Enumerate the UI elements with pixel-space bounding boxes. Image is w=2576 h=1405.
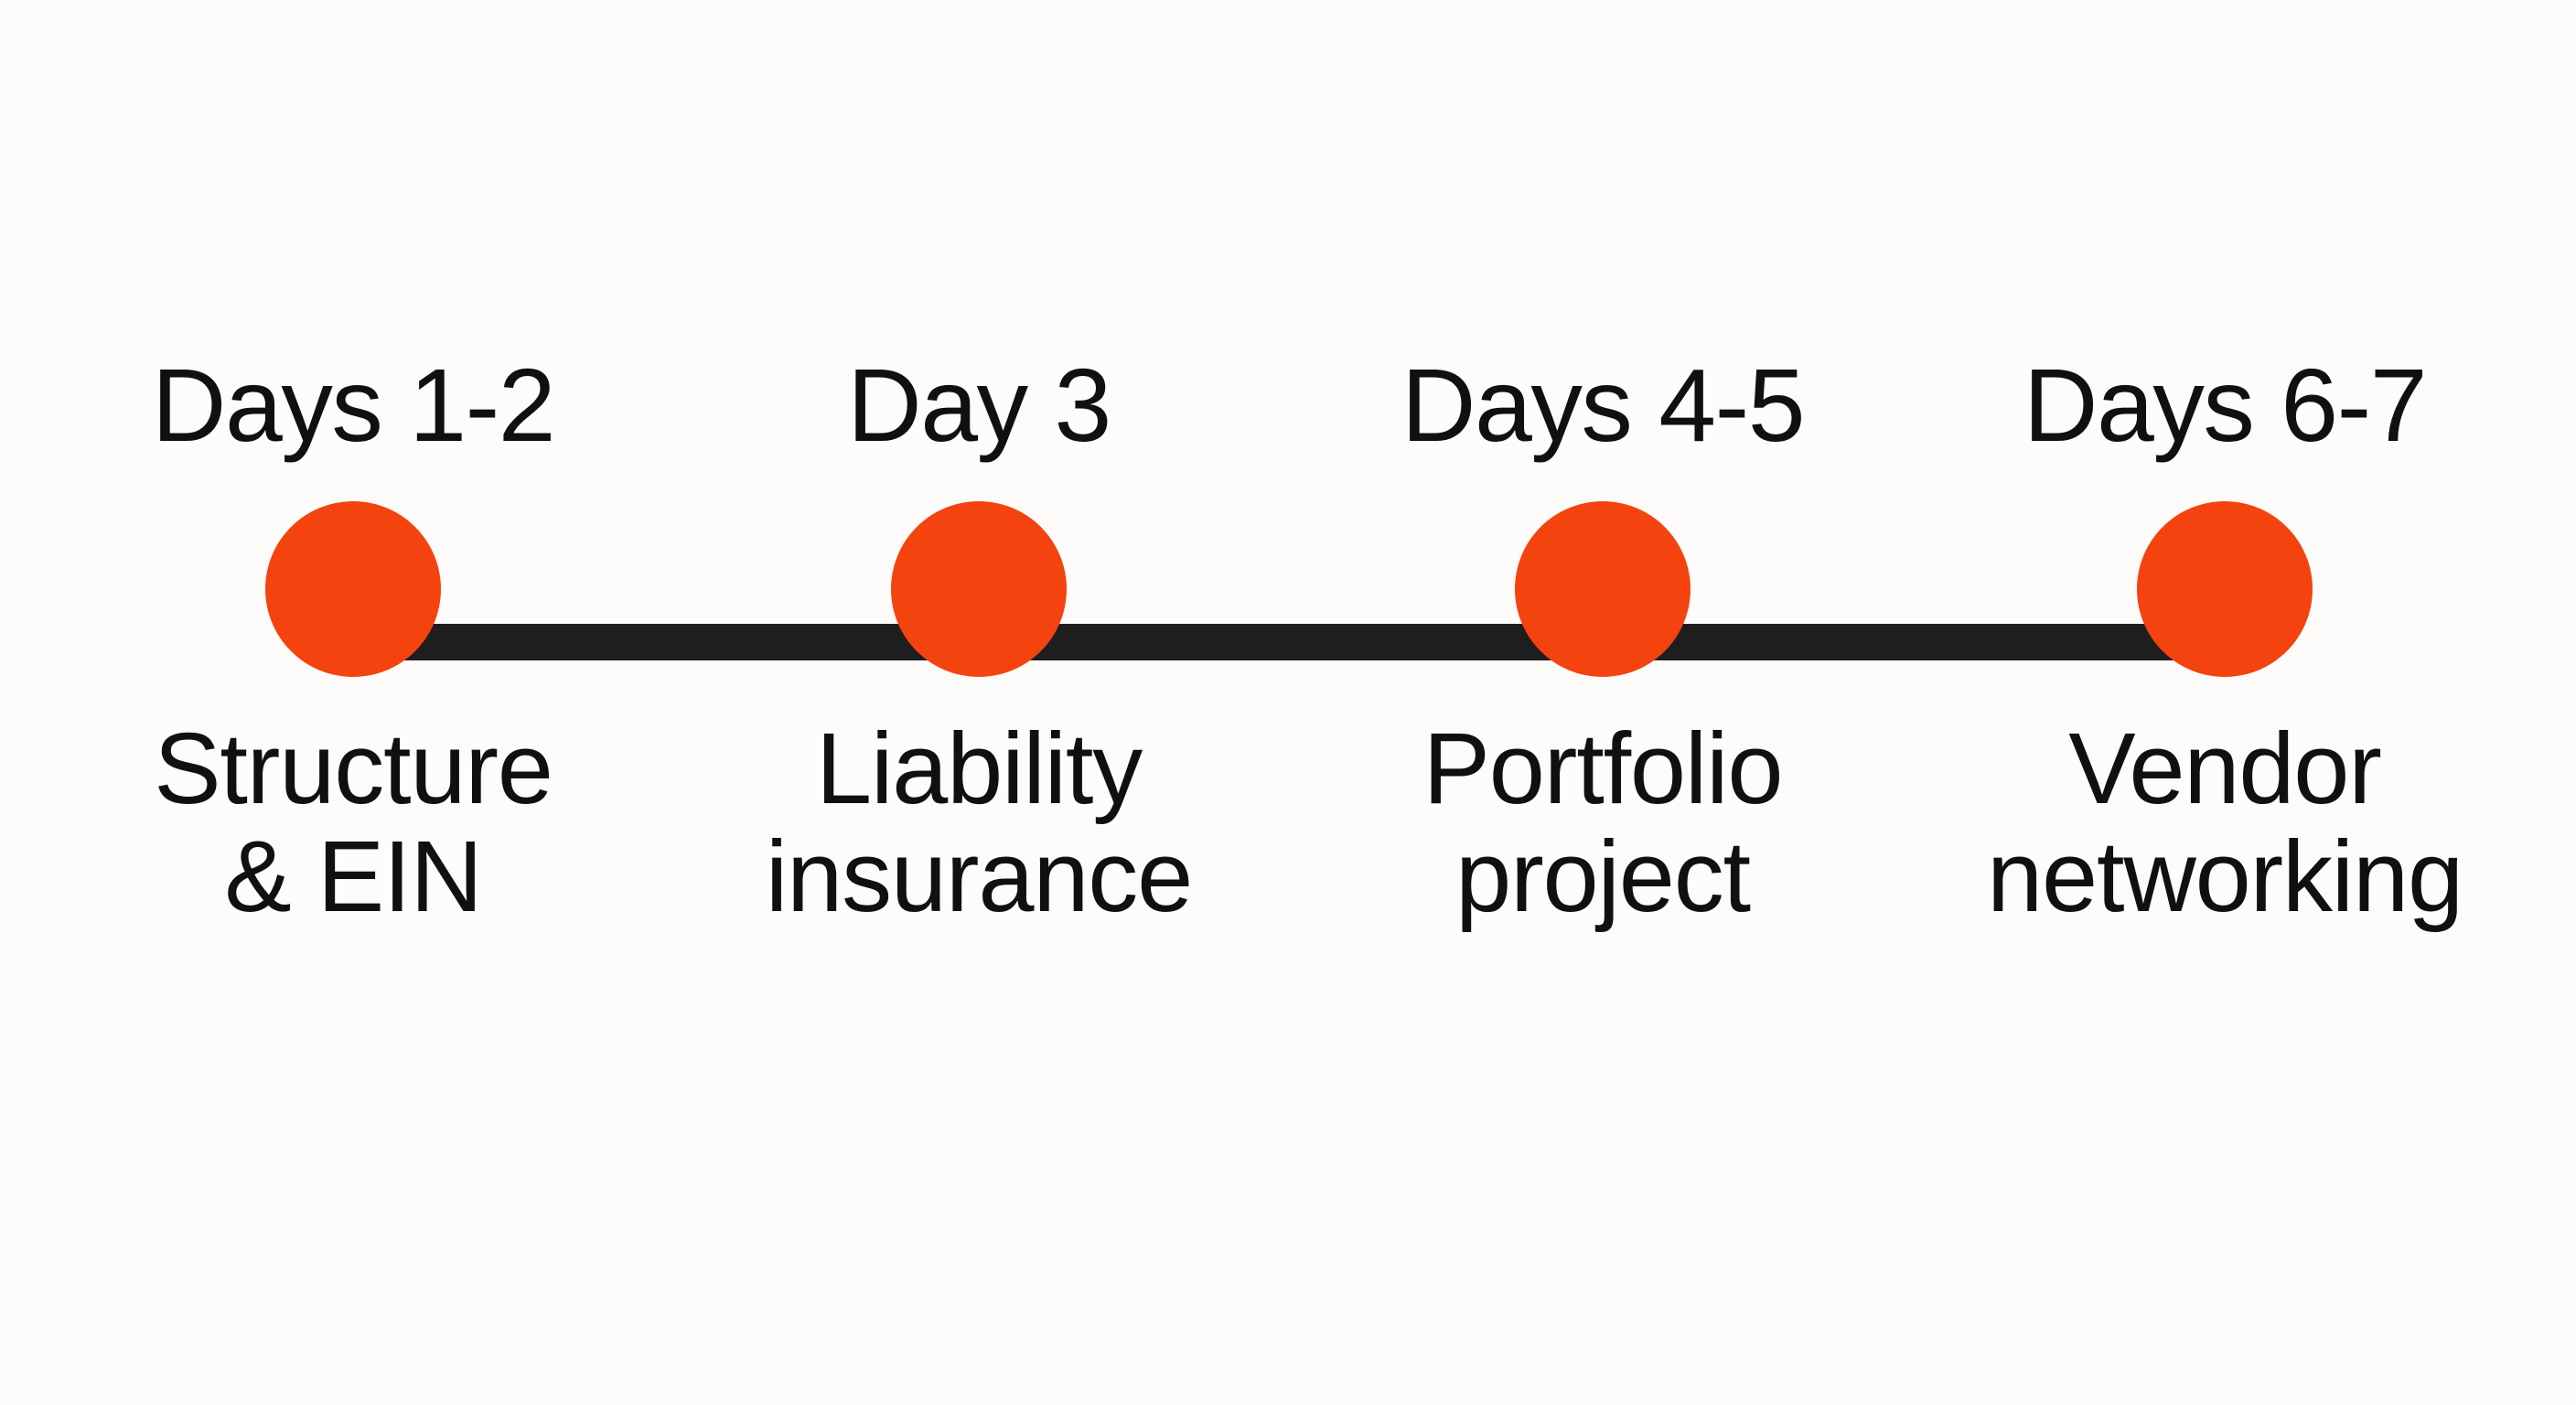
timeline-node-3-dot-wrap [1515, 463, 1690, 715]
timeline-node-4-dot-icon[interactable] [2137, 501, 2313, 677]
timeline-node-3-period: Days 4-5 [1401, 348, 1806, 463]
timeline-node-2-dot-icon[interactable] [891, 501, 1067, 677]
timeline-node-3-label: Portfolio project [1422, 713, 1784, 933]
timeline-node-1-dot-wrap [265, 463, 441, 715]
timeline-node-3[interactable]: Days 4-5 Portfolio project [1291, 348, 1915, 1043]
timeline-node-1-dot-icon[interactable] [265, 501, 441, 677]
timeline-node-2-period: Day 3 [847, 348, 1111, 463]
timeline-node-1-period: Days 1-2 [151, 348, 556, 463]
timeline-node-4-label: Vendor networking [1987, 713, 2463, 933]
timeline-node-4[interactable]: Days 6-7 Vendor networking [1913, 348, 2537, 1043]
timeline-node-2-dot-wrap [891, 463, 1067, 715]
timeline-node-1-label: Structure & EIN [154, 713, 553, 933]
timeline-connector-line [353, 624, 2225, 660]
timeline-node-1[interactable]: Days 1-2 Structure & EIN [41, 348, 665, 1043]
timeline-node-2[interactable]: Day 3 Liability insurance [667, 348, 1291, 1043]
timeline-node-2-label: Liability insurance [765, 713, 1193, 933]
timeline-node-4-period: Days 6-7 [2023, 348, 2428, 463]
timeline-node-3-dot-icon[interactable] [1515, 501, 1690, 677]
timeline-node-4-dot-wrap [2137, 463, 2313, 715]
